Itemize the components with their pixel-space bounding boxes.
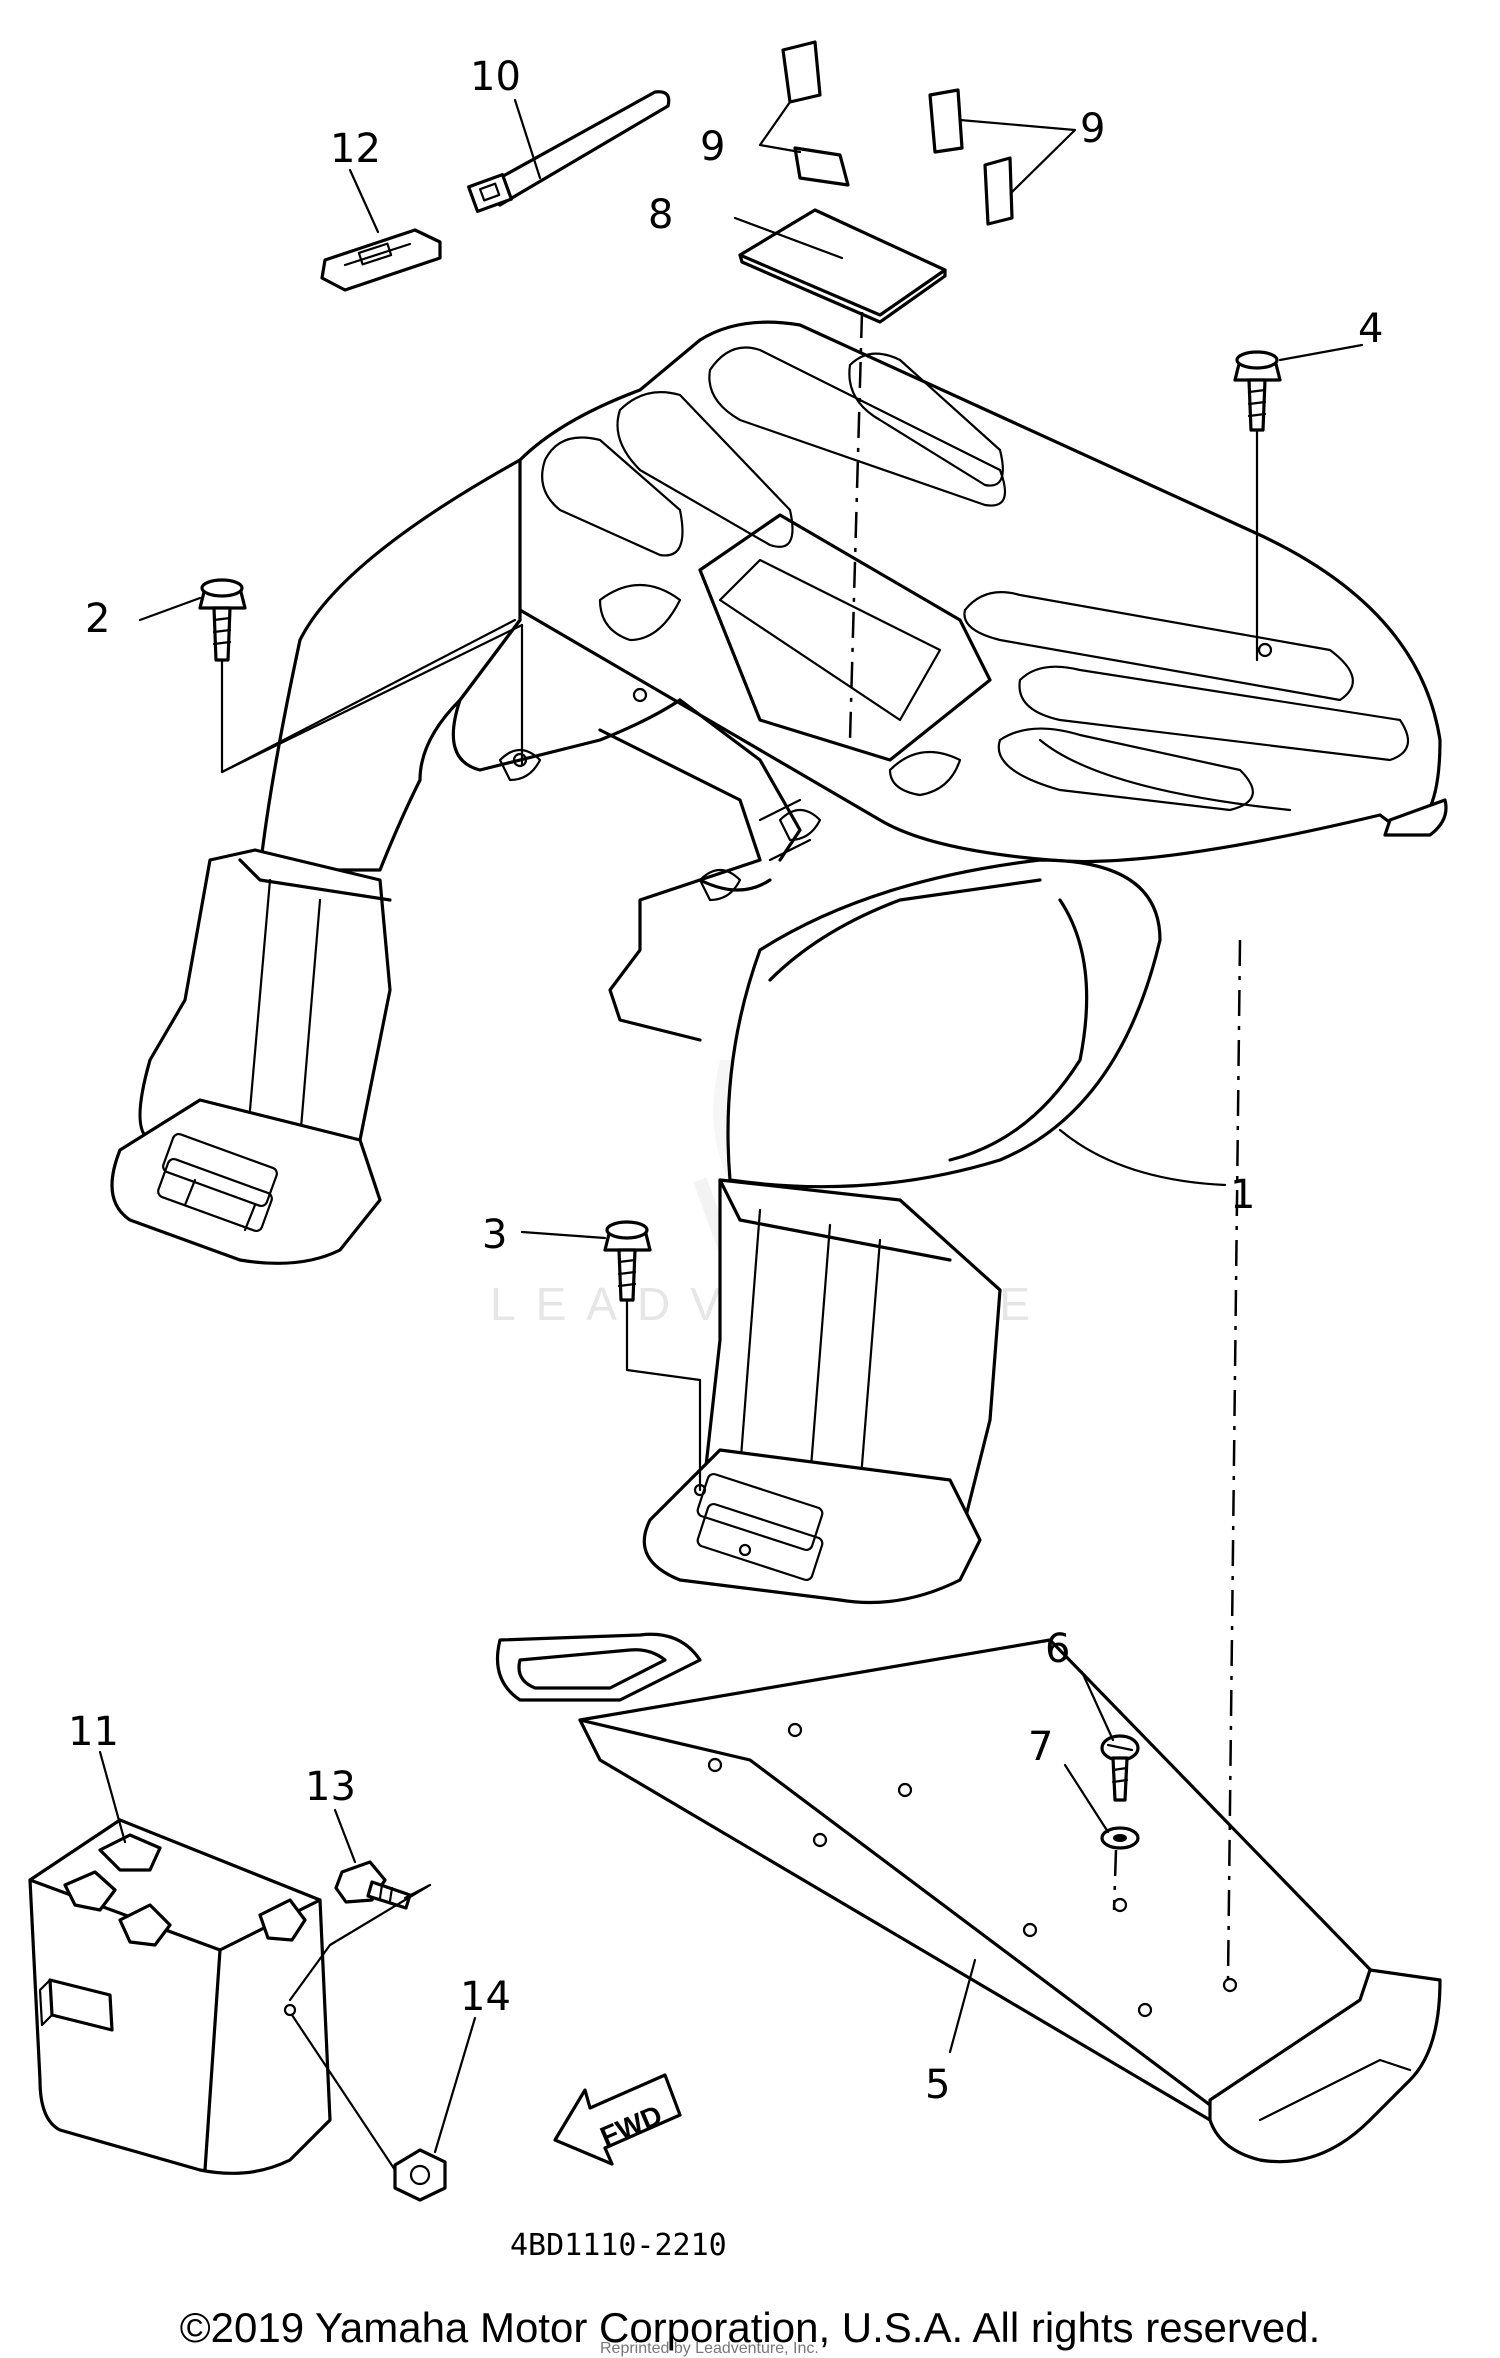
callout-4: 4 (1358, 306, 1383, 352)
callout-9-right: 9 (1080, 106, 1105, 152)
callout-11: 11 (68, 1709, 119, 1755)
part-12-clip (320, 228, 442, 292)
copyright-notice: ©2019 Yamaha Motor Corporation, U.S.A. A… (179, 2304, 1321, 2351)
part-7-washer (1100, 1826, 1140, 1850)
callout-8: 8 (648, 192, 673, 238)
fwd-arrow: FWD (553, 2073, 682, 2166)
part-10-band (467, 90, 671, 213)
part-6-screw (1100, 1734, 1140, 1802)
callout-9-left: 9 (700, 124, 725, 170)
part-14-nut (393, 2148, 447, 2202)
callout-1: 1 (1230, 1172, 1255, 1218)
part-11-box (28, 1818, 332, 2175)
diagram-part-code: 4BD1110-2210 (510, 2228, 727, 2263)
callout-10: 10 (470, 54, 521, 100)
assembly-lines (220, 311, 1259, 2172)
callout-6: 6 (1045, 1626, 1070, 1672)
callout-2: 2 (85, 596, 110, 642)
part-2-bolt (198, 578, 247, 662)
reprint-notice: Reprinted by Leadventure, Inc. (600, 2340, 819, 2357)
callout-3: 3 (482, 1212, 507, 1258)
leader-lines (98, 98, 1364, 2154)
callout-12: 12 (330, 126, 381, 172)
part-8-sheet (738, 208, 947, 324)
callout-5: 5 (925, 2062, 950, 2108)
part-1-rear-fender (110, 320, 1448, 1605)
part-13-bolt (334, 1860, 412, 1910)
part-5-plate (495, 1632, 1442, 2164)
callout-13: 13 (305, 1764, 356, 1810)
callout-7: 7 (1028, 1724, 1053, 1770)
part-3-bolt (603, 1220, 652, 1302)
part-9-pads (781, 40, 1014, 226)
callout-14: 14 (460, 1974, 511, 2020)
part-4-bolt (1233, 350, 1282, 432)
